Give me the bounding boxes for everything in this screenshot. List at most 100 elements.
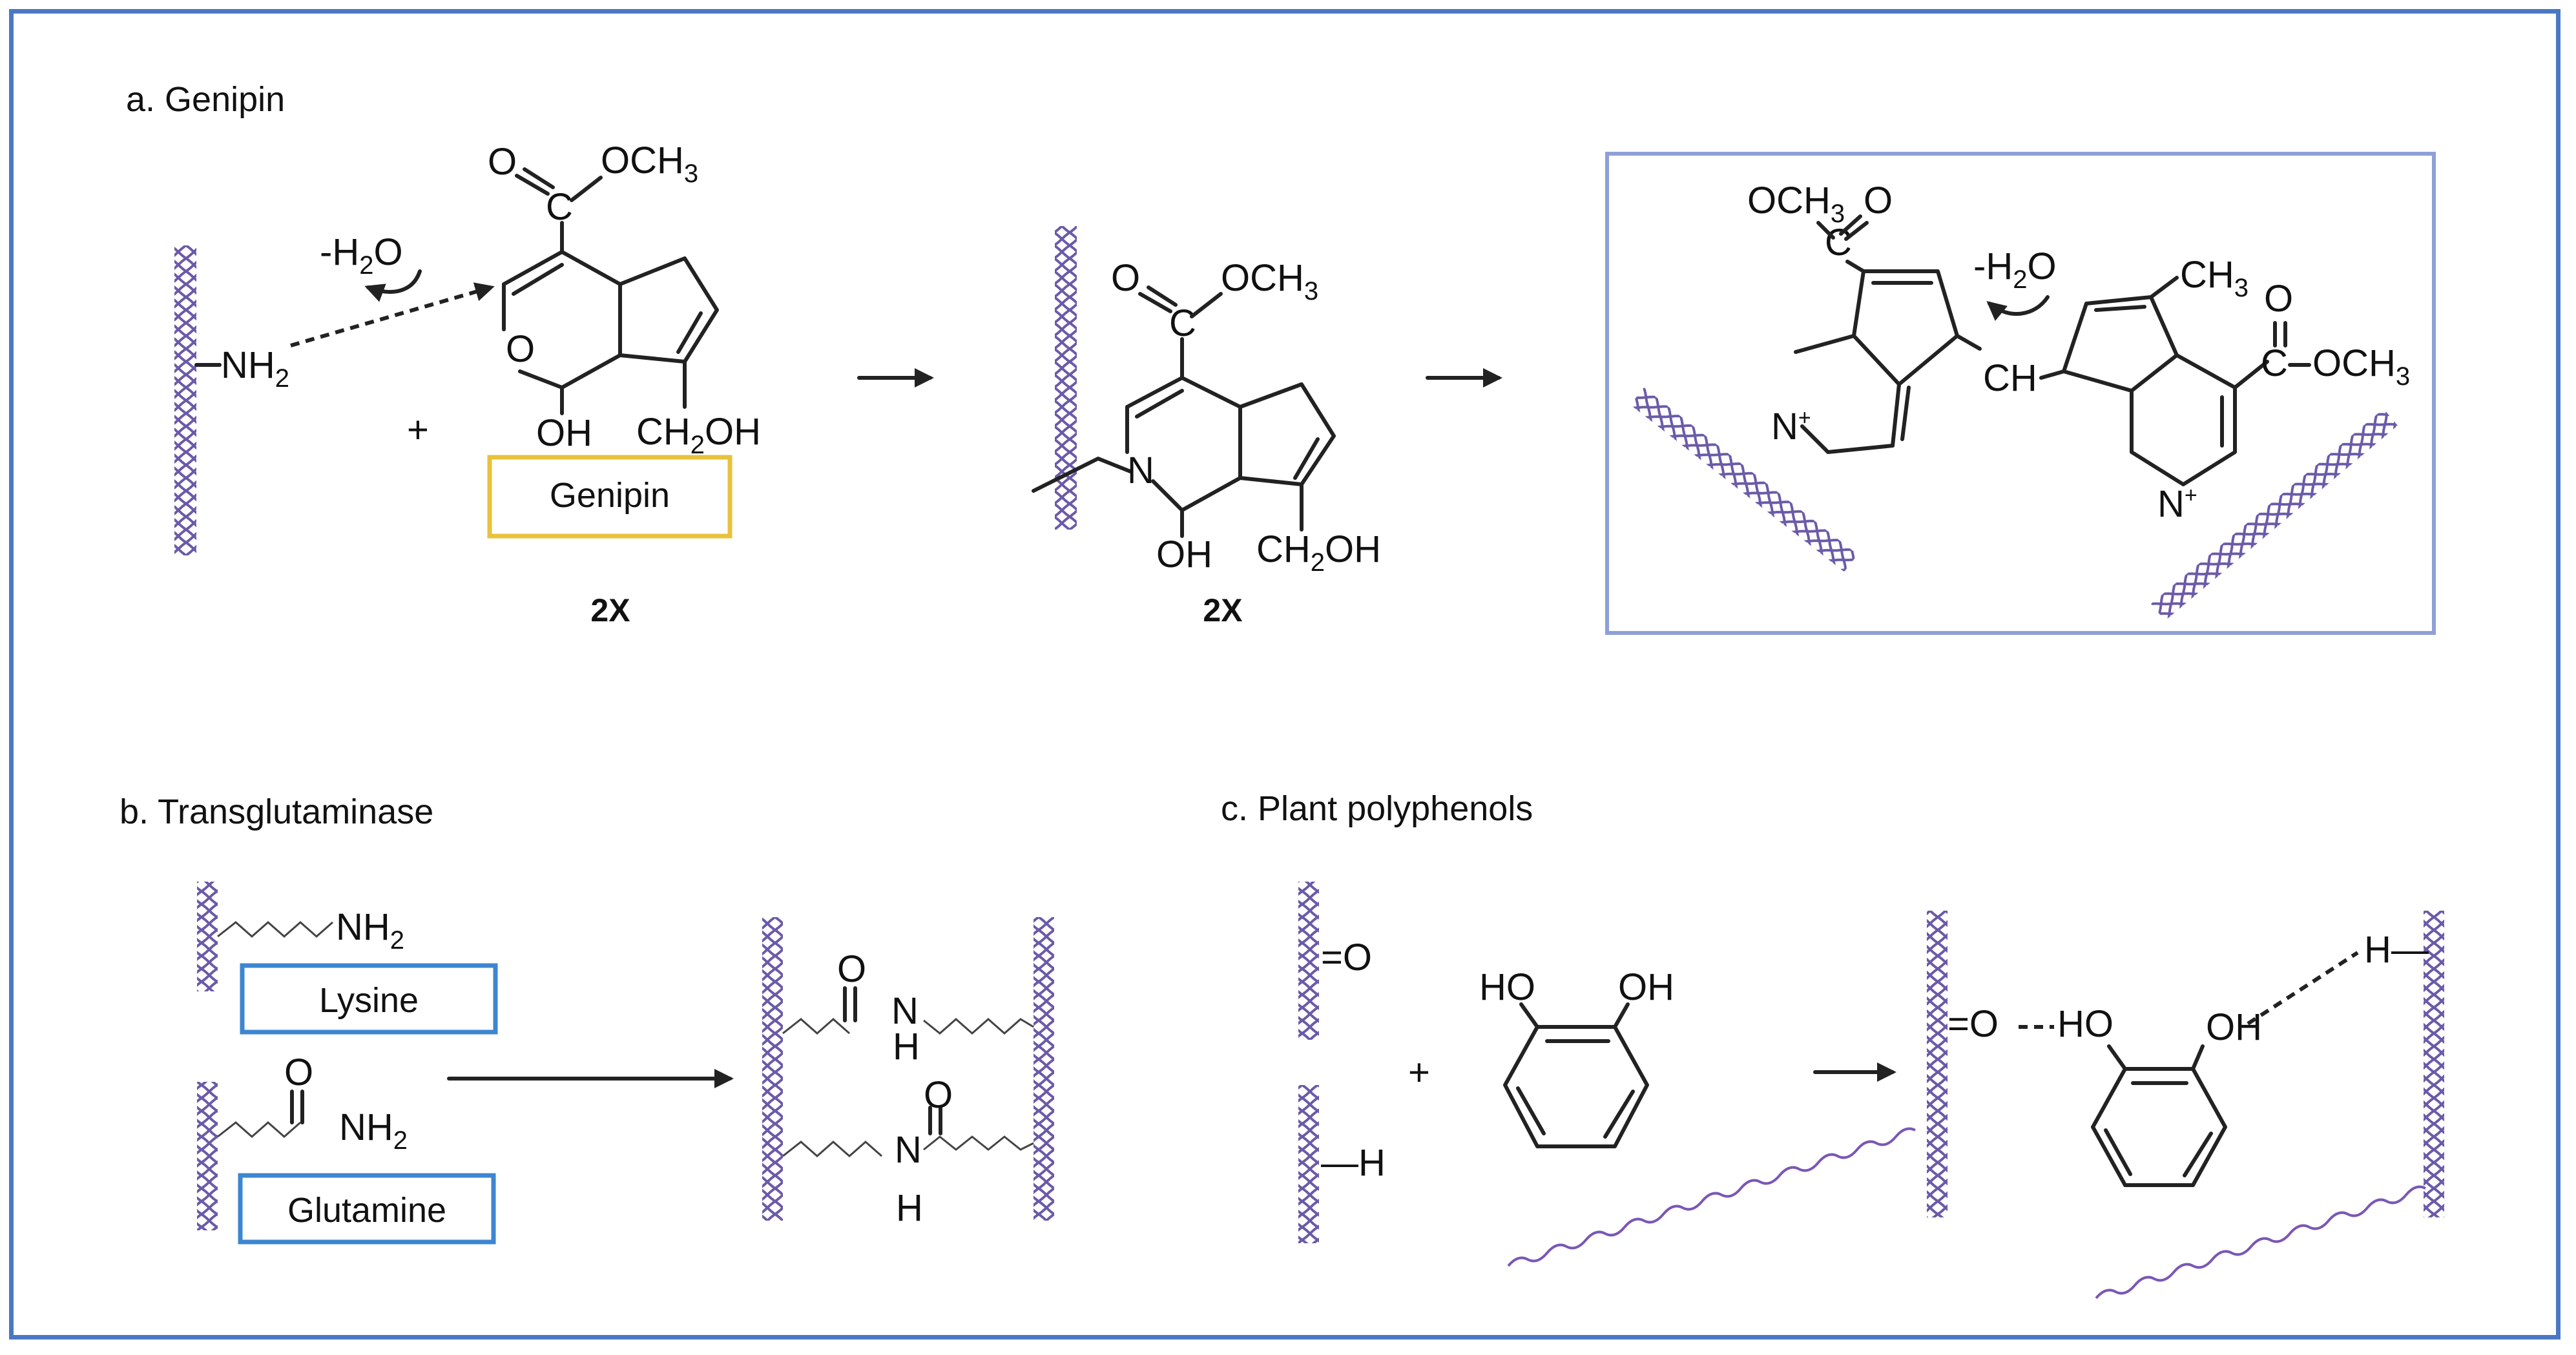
isopeptide-chain-top-right xyxy=(923,1018,1034,1035)
carbonyl-o-left: O xyxy=(1864,180,1893,222)
ester-bonds-right xyxy=(2273,321,2311,367)
figure-frame xyxy=(9,9,2560,1339)
hydrogen-label: —H xyxy=(1321,1142,1386,1184)
collagen-fiber xyxy=(2151,408,2398,621)
carbonyl-o-right: O xyxy=(2264,278,2293,320)
genipin-molecule: O OCH3 C O OH CH2OH xyxy=(488,140,761,459)
glutamine-carbonyl xyxy=(290,1090,304,1124)
oh-label-bound: OH xyxy=(2206,1006,2262,1048)
glutamine-o: O xyxy=(284,1051,313,1093)
ho-label: HO xyxy=(1479,966,1535,1008)
glutamine-label: Glutamine xyxy=(287,1191,446,1230)
ester-bonds xyxy=(1138,285,1223,318)
hydroxyl-label: OH xyxy=(1156,533,1212,575)
glutamine-nh2: NH2 xyxy=(339,1106,408,1155)
water-curve-arrow xyxy=(364,269,422,302)
c-o-double-bond xyxy=(515,167,555,196)
isopeptide-carbonyl-top xyxy=(843,986,857,1022)
hydroxyl-label: OH xyxy=(536,412,592,454)
water-curve-arrow-2 xyxy=(1986,295,2050,321)
left-ring-double-bonds xyxy=(1871,281,1933,441)
left-ring-system xyxy=(1794,260,1959,454)
benzene-ring xyxy=(1503,1025,1649,1148)
water-loss-label: -H2O xyxy=(320,231,403,280)
c-och3-bond xyxy=(570,176,603,202)
plus-sign: + xyxy=(407,409,429,451)
isopeptide-chain-top-left xyxy=(782,1018,850,1035)
carbonyl-label: =O xyxy=(1321,936,1372,978)
intermediate-double-bonds xyxy=(1135,389,1320,480)
panel-a-title: a. Genipin xyxy=(126,80,285,119)
collagen-fiber xyxy=(1298,882,1319,1040)
attack-arrow xyxy=(290,282,495,347)
h-bond-carbonyl: =O xyxy=(1948,1003,1999,1045)
hemiacetal-bonds xyxy=(518,369,564,415)
genipin-label-box xyxy=(487,455,732,539)
lysine-chain xyxy=(217,921,333,938)
intermediate-molecule: N O OCH3 C OH CH2OH xyxy=(1032,257,1381,577)
methoxy-label: OCH3 xyxy=(1221,257,1318,305)
carbonyl-o: O xyxy=(1111,257,1140,299)
right-ring-double-bonds xyxy=(2094,305,2224,448)
methoxy-label-right: OCH3 xyxy=(2312,342,2410,391)
plus-sign-c: + xyxy=(1408,1051,1430,1093)
ch2oh-label: CH2OH xyxy=(1256,528,1381,577)
collagen-fiber xyxy=(1630,388,1858,572)
isopeptide-carbonyl-bottom xyxy=(928,1106,942,1135)
isopeptide-o-top: O xyxy=(837,948,866,990)
isopeptide-chain-bottom-right xyxy=(923,1135,1034,1151)
oh-label: OH xyxy=(1618,966,1674,1008)
collagen-fiber xyxy=(2424,911,2444,1217)
methoxy-label-left: OCH3 xyxy=(1747,180,1845,228)
glutamine-chain xyxy=(217,1121,301,1138)
ch2oh-label: CH2OH xyxy=(636,411,761,459)
methoxy-label: OCH3 xyxy=(601,140,698,188)
collagen-fiber xyxy=(1055,226,1077,530)
lysine-label-box xyxy=(240,963,498,1035)
hydroxyl-bonds-bound xyxy=(2107,1044,2205,1071)
n-link-bond xyxy=(1032,457,1132,493)
nitrogen-plus-right: N+ xyxy=(2157,483,2197,525)
lysine-label: Lysine xyxy=(319,981,419,1020)
isopeptide-h-bottom: H xyxy=(896,1187,923,1229)
methyl-label: CH3 xyxy=(2180,254,2249,302)
crosslink-product-box xyxy=(1605,152,2436,635)
catechol-bound: HO OH xyxy=(2057,1003,2426,1299)
isopeptide-o-bottom: O xyxy=(924,1074,953,1116)
collagen-fiber xyxy=(1927,911,1948,1217)
multiplier-2x-left: 2X xyxy=(590,592,630,628)
ring-nitrogen: N xyxy=(1127,450,1154,491)
substituent-bonds xyxy=(1180,482,1304,538)
carbonyl-c-right: C xyxy=(2261,342,2288,384)
lysine-nh2: NH2 xyxy=(336,906,404,955)
ester-bonds-left xyxy=(1816,214,1869,241)
collagen-fiber xyxy=(762,917,783,1221)
collagen-fiber xyxy=(197,882,218,991)
genipin-rings xyxy=(502,221,719,389)
h-bond-2 xyxy=(2247,951,2359,1026)
collagen-fiber xyxy=(1298,1085,1319,1243)
multiplier-2x-right: 2X xyxy=(1203,592,1242,628)
hydroxyl-bonds xyxy=(1519,1002,1630,1029)
collagen-fiber xyxy=(1034,917,1054,1221)
isopeptide-n-top: N xyxy=(891,990,919,1032)
polyphenol-chain xyxy=(1507,1127,1916,1267)
bridge-bond xyxy=(1955,334,1982,351)
benzene-ring-bound xyxy=(2091,1067,2227,1187)
crosslinked-dimer: OCH3 O C N+ -H2O CH CH3 O C OCH3 N+ xyxy=(1630,180,2410,621)
h-bond-hydrogen: H— xyxy=(2364,929,2429,971)
collagen-fiber xyxy=(197,1082,218,1230)
isopeptide-chain-bottom-left xyxy=(782,1141,882,1157)
carbonyl-c: C xyxy=(546,186,573,228)
panel-c-title: c. Plant polyphenols xyxy=(1221,789,1533,828)
intermediate-rings xyxy=(1125,337,1336,512)
nitrogen-plus-left: N+ xyxy=(1771,406,1811,448)
catechol-molecule: HO OH xyxy=(1479,966,1916,1267)
polyphenol-chain-bound xyxy=(2095,1185,2426,1299)
carbonyl-o: O xyxy=(488,141,517,183)
isopeptide-h-top: H xyxy=(893,1026,920,1068)
collagen-fiber xyxy=(174,245,196,555)
water-loss-label-2: -H2O xyxy=(1973,245,2057,294)
amine-label: NH2 xyxy=(221,344,289,393)
